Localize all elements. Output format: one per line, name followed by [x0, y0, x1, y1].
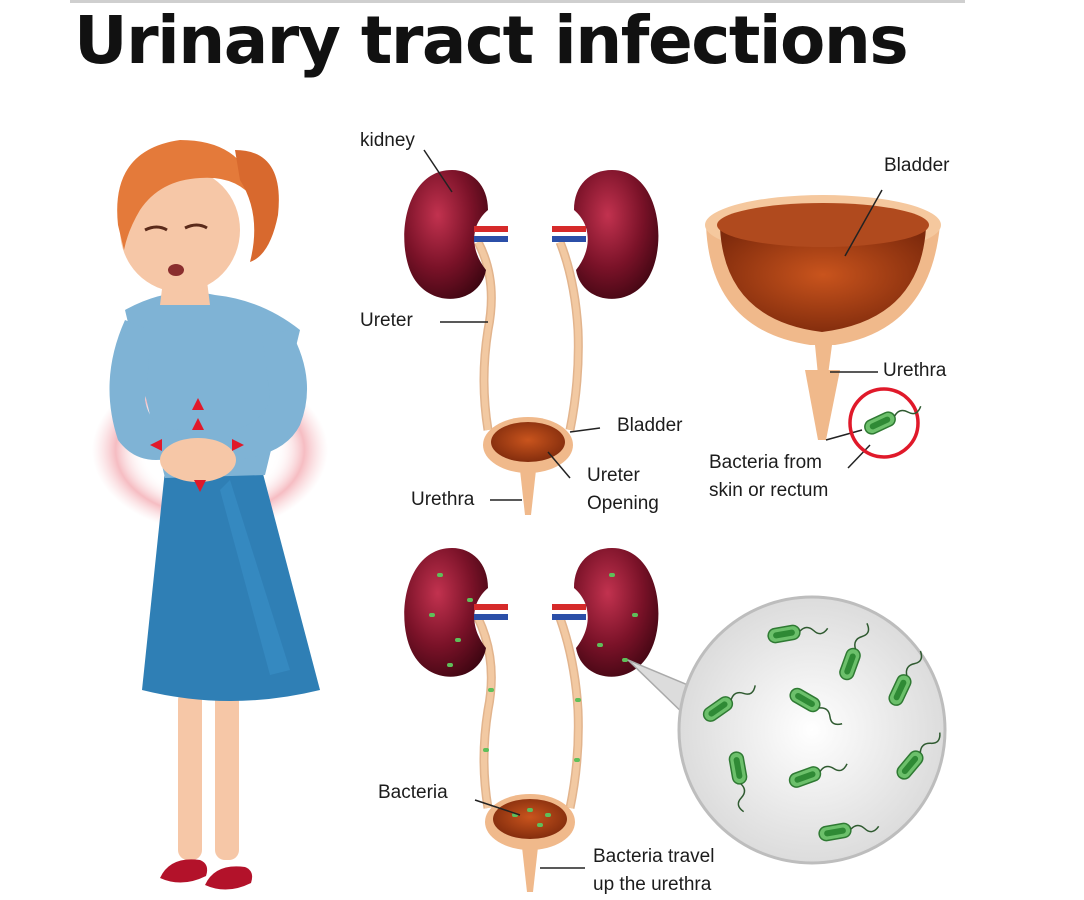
kidney-right-infected — [574, 548, 659, 677]
bacteria-magnified-view — [627, 595, 947, 865]
urinary-system-healthy — [404, 170, 659, 515]
kidney-right — [574, 170, 659, 299]
top-divider — [70, 0, 965, 3]
label-bacteria-from-2: skin or rectum — [709, 480, 829, 501]
label-kidney: kidney — [360, 130, 415, 151]
bacteria-zoom-ring — [848, 387, 920, 459]
label-urethra-small: Urethra — [411, 489, 475, 510]
urinary-system-infected — [404, 548, 659, 892]
bladder-large — [705, 195, 941, 440]
kidney-left-infected — [404, 548, 488, 677]
kidney-left — [404, 170, 488, 299]
label-bladder-small: Bladder — [617, 415, 683, 436]
label-urethra-large: Urethra — [883, 360, 947, 381]
woman-figure — [92, 140, 328, 890]
leader-lines-bottom — [474, 799, 585, 869]
label-bacteria-from-1: Bacteria from — [709, 452, 822, 473]
label-bacteria: Bacteria — [378, 782, 448, 803]
label-ureter-opening-2: Opening — [587, 493, 659, 514]
leader-lines-top — [423, 149, 601, 501]
page-title: Urinary tract infections — [74, 2, 909, 79]
label-travel-1: Bacteria travel — [593, 846, 715, 867]
label-ureter: Ureter — [360, 310, 413, 331]
label-travel-2: up the urethra — [593, 874, 712, 895]
label-bladder-large: Bladder — [884, 155, 950, 176]
label-ureter-opening-1: Ureter — [587, 465, 640, 486]
leader-lines-large-bladder — [825, 189, 883, 469]
